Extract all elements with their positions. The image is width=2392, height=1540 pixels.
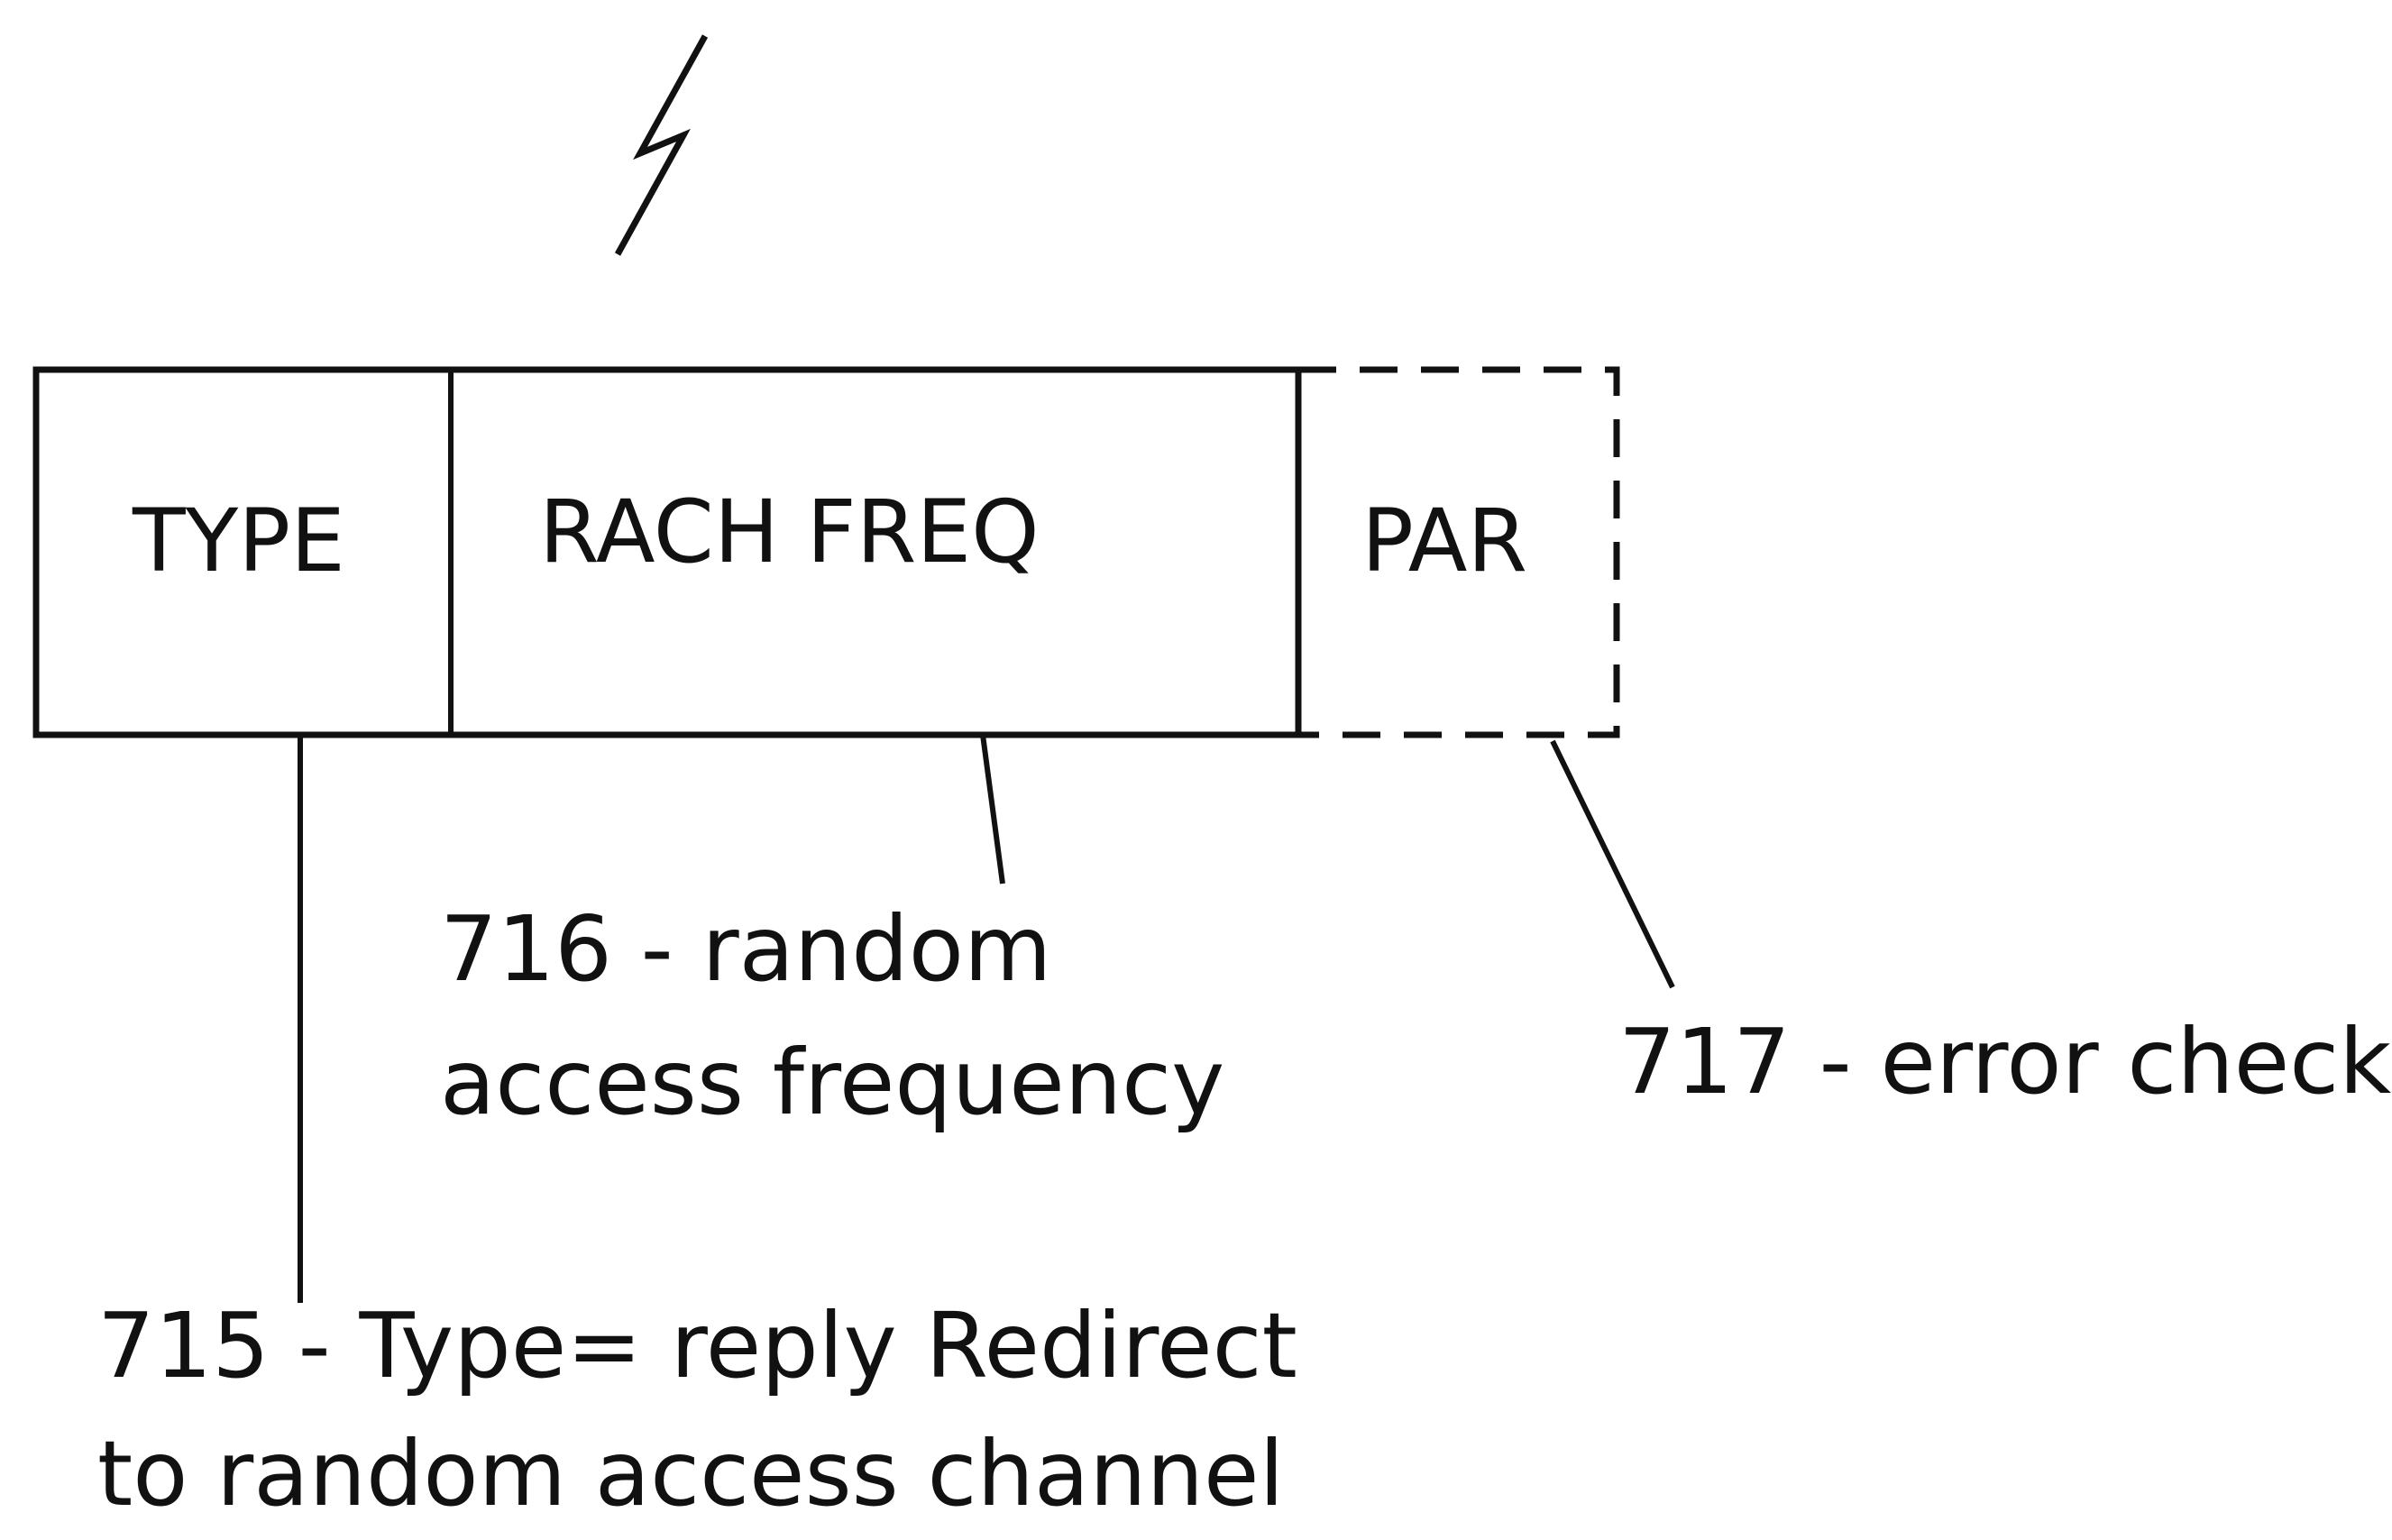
leader-716 bbox=[980, 734, 1005, 885]
callout-715-line2: to random access channel bbox=[97, 1421, 1285, 1526]
callout-716-line2: access frequency bbox=[440, 1030, 1225, 1135]
par-dashed-box bbox=[1298, 366, 1620, 738]
field-rach-freq-label: RACH FREQ bbox=[539, 481, 1040, 582]
callout-717-line1: 717 - error check bbox=[1618, 1009, 2392, 1114]
field-par-label: PAR bbox=[1361, 490, 1528, 591]
frame-solid-box bbox=[32, 366, 1302, 738]
field-type-label: TYPE bbox=[133, 490, 345, 591]
callout-715-line1: 715 - Type= reply Redirect bbox=[97, 1293, 1297, 1398]
callout-716-line1: 716 - random bbox=[440, 896, 1052, 1002]
zigzag-lead-icon bbox=[614, 34, 709, 256]
leader-717 bbox=[1550, 739, 1675, 989]
